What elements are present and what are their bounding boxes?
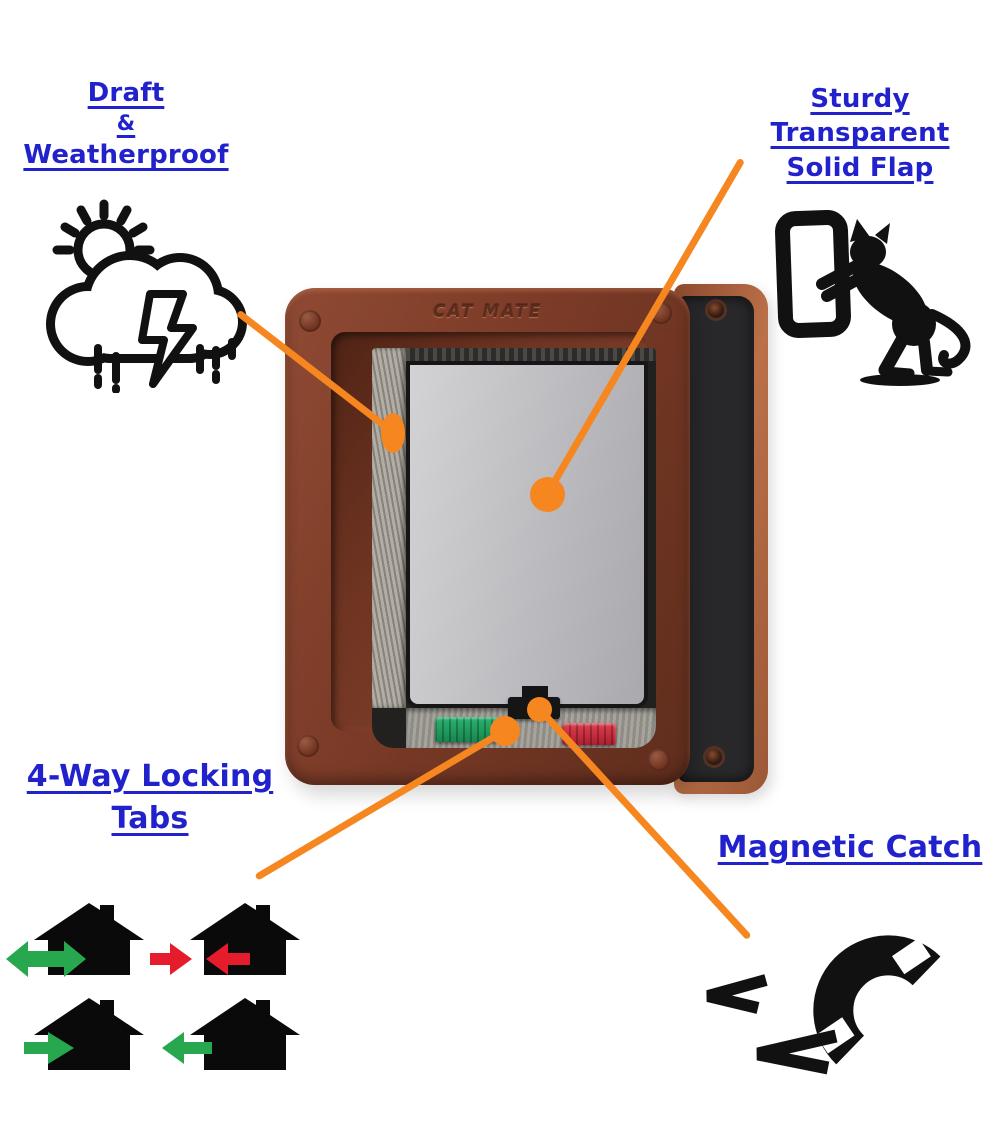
label-sturdy-transparent-solid-flap: Sturdy Transparent Solid Flap: [740, 82, 980, 185]
frame-screw-cap: [297, 735, 319, 757]
rear-screw-hole: [706, 749, 722, 765]
label-magnetic-catch: Magnetic Catch: [700, 828, 1000, 868]
house-in-and-out: [6, 903, 144, 977]
transparent-flap[interactable]: [406, 361, 648, 708]
cat-flap-front-frame: CAT MATE: [285, 288, 690, 785]
callout-dot-magnetic-catch: [527, 697, 552, 722]
cat-legs: [816, 260, 953, 378]
label-draft-weatherproof: Draft & Weatherproof: [15, 76, 237, 172]
label-line: Tabs: [111, 801, 189, 836]
house-locked: [150, 903, 300, 975]
label-line: Weatherproof: [23, 140, 229, 171]
house-in-only: [24, 998, 144, 1070]
rear-screw-hole: [708, 302, 724, 318]
frame-screw-cap: [648, 749, 670, 771]
label-line: Draft: [87, 78, 165, 108]
magnet-icon: [706, 935, 941, 1075]
rear-frame-gasket: [678, 296, 754, 782]
callout-dot-locking-tabs: [490, 716, 520, 746]
house-out-only: [162, 998, 300, 1070]
draft-brush-strip: [372, 348, 406, 708]
label-line: Magnetic Catch: [717, 830, 983, 865]
sun-rays: [52, 199, 155, 255]
label-4-way-locking-tabs: 4-Way Locking Tabs: [5, 756, 295, 840]
label-line: Solid Flap: [786, 152, 934, 183]
rain-drops: [94, 338, 236, 393]
lock-tab-red[interactable]: [562, 723, 616, 745]
storm-cloud-icon: [46, 199, 247, 393]
top-seal-strip: [406, 348, 656, 361]
brand-embossed-text: CAT MATE: [432, 302, 543, 322]
callout-dot-weatherproof: [381, 413, 405, 453]
flap-opening: [372, 348, 656, 748]
callout-dot-solid-flap: [530, 477, 565, 512]
four-houses-icon: [6, 903, 300, 1070]
label-line: Transparent: [770, 118, 950, 149]
lightning-bolt: [138, 290, 197, 388]
magnetism-sparks: [706, 974, 838, 1075]
label-line: Sturdy: [810, 84, 910, 114]
frame-screw-cap: [299, 310, 321, 332]
cat-tail: [927, 309, 971, 369]
cat-door-icon: [775, 210, 971, 386]
label-line: &: [116, 111, 136, 136]
label-line: 4-Way Locking: [26, 759, 274, 794]
